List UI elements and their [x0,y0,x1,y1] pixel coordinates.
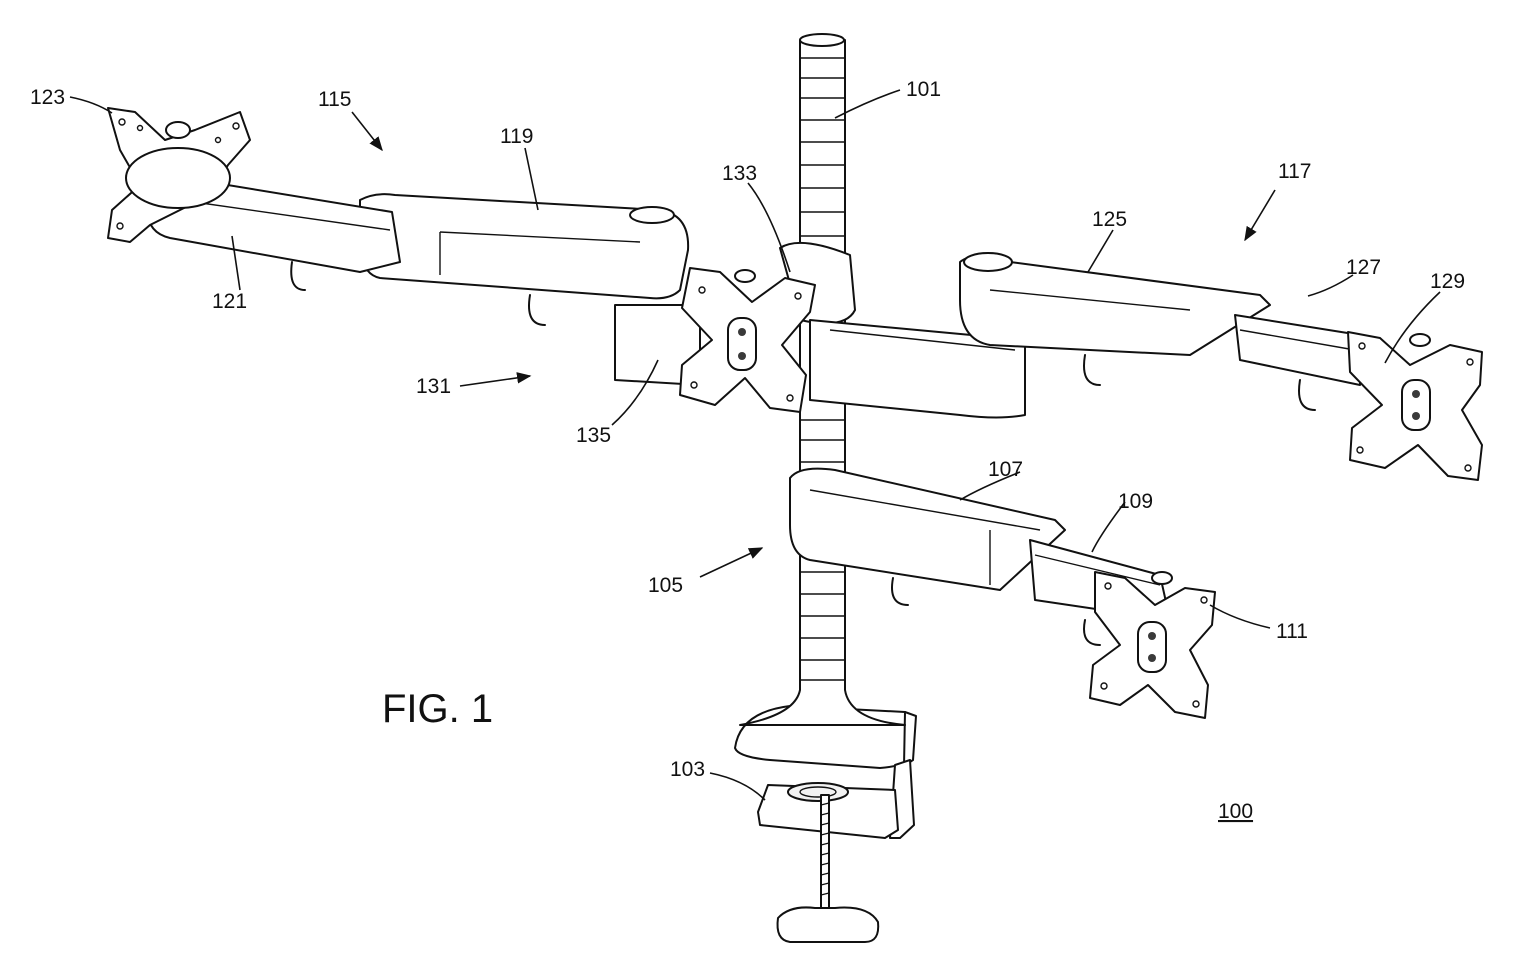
ref-117: 117 [1278,160,1311,183]
ref-103: 103 [670,758,705,781]
vesa-mount-center [679,267,816,413]
reference-numerals: 123 115 119 121 101 133 125 117 127 129 … [30,78,1465,823]
ref-100: 100 [1218,800,1253,823]
ref-121: 121 [212,290,247,313]
desk-clamp [734,705,917,943]
figure-title: FIG. 1 [382,687,493,731]
ref-101: 101 [906,78,941,101]
ref-115: 115 [318,88,351,111]
ref-135: 135 [576,424,611,447]
ref-107: 107 [988,458,1023,481]
vesa-mount-right [1347,331,1483,481]
ref-111: 111 [1276,620,1308,643]
ref-127: 127 [1346,256,1381,279]
ref-125: 125 [1092,208,1127,231]
leader-lines [69,89,1441,801]
ref-105: 105 [648,574,683,597]
ref-133: 133 [722,162,757,185]
ref-109: 109 [1118,490,1153,513]
vesa-mount-lower [1089,571,1216,719]
ref-129: 129 [1430,270,1465,293]
ref-131: 131 [416,375,451,398]
ref-119: 119 [500,125,533,148]
right-arm [959,252,1361,411]
vesa-mount-left [107,107,251,243]
ref-123: 123 [30,86,65,109]
